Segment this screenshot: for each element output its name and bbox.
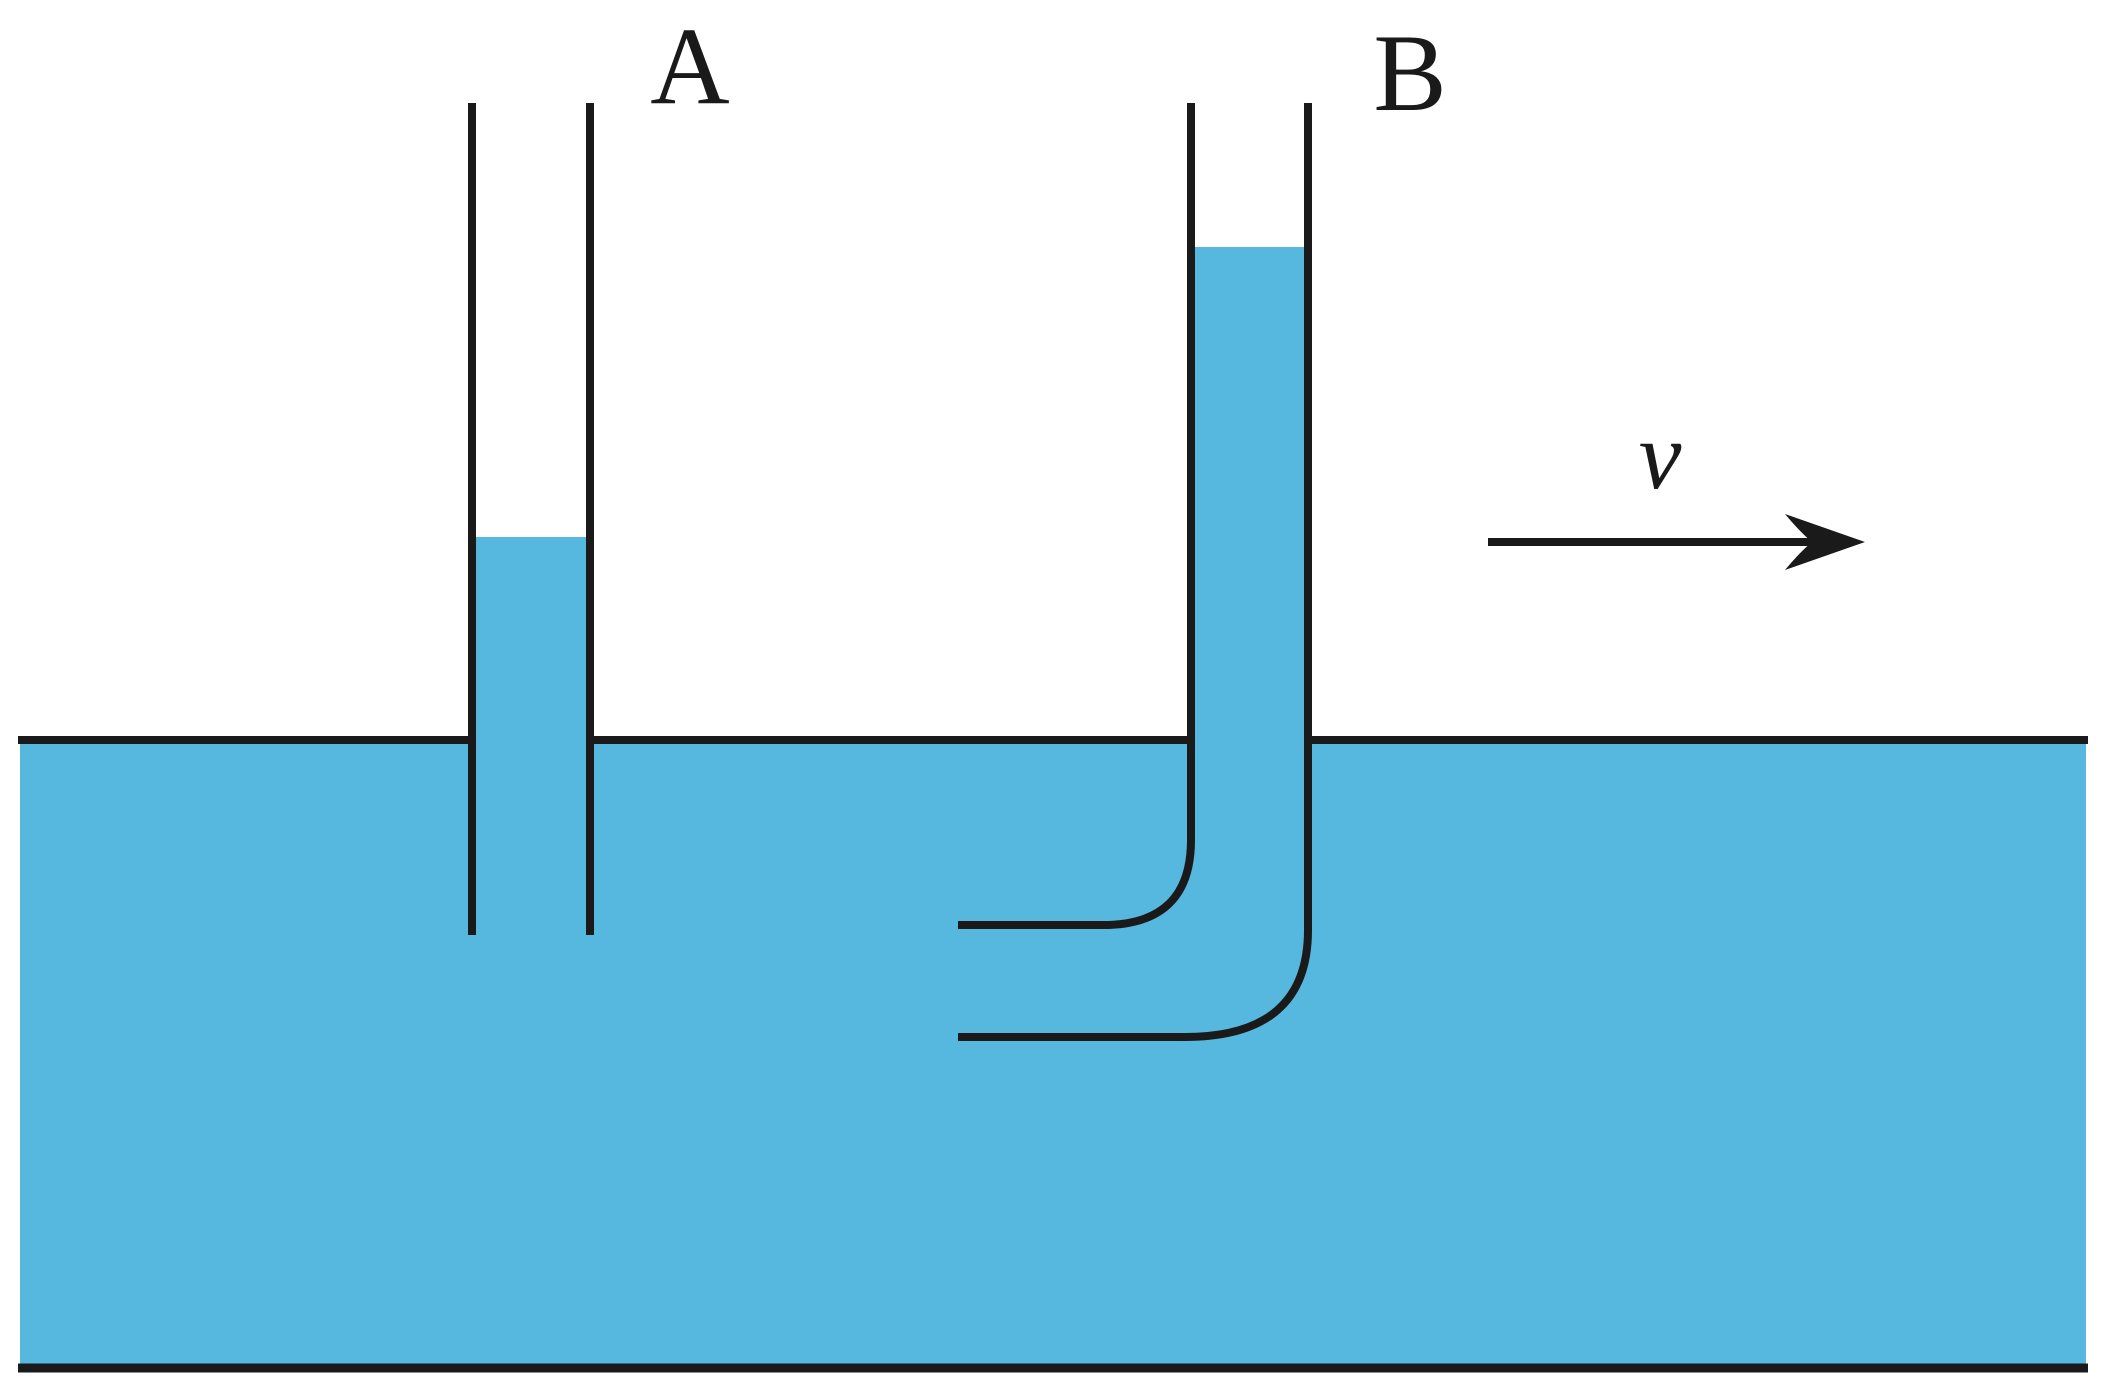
tube-b-outer-wall: [958, 103, 1312, 1041]
velocity-arrow-head: [1785, 514, 1865, 570]
tube-a: [468, 103, 594, 935]
velocity-arrow: [1488, 514, 1865, 570]
tube-b-label: B: [1373, 12, 1446, 134]
velocity-label: v: [1639, 402, 1682, 509]
water-channel: [20, 740, 2086, 1368]
tube-a-label: A: [650, 5, 729, 127]
tube-b-inner-wall: [958, 103, 1195, 929]
tube-b: [958, 103, 1312, 1041]
tube-b-water-column: [1195, 247, 1304, 743]
tube-a-water-column: [476, 537, 586, 743]
